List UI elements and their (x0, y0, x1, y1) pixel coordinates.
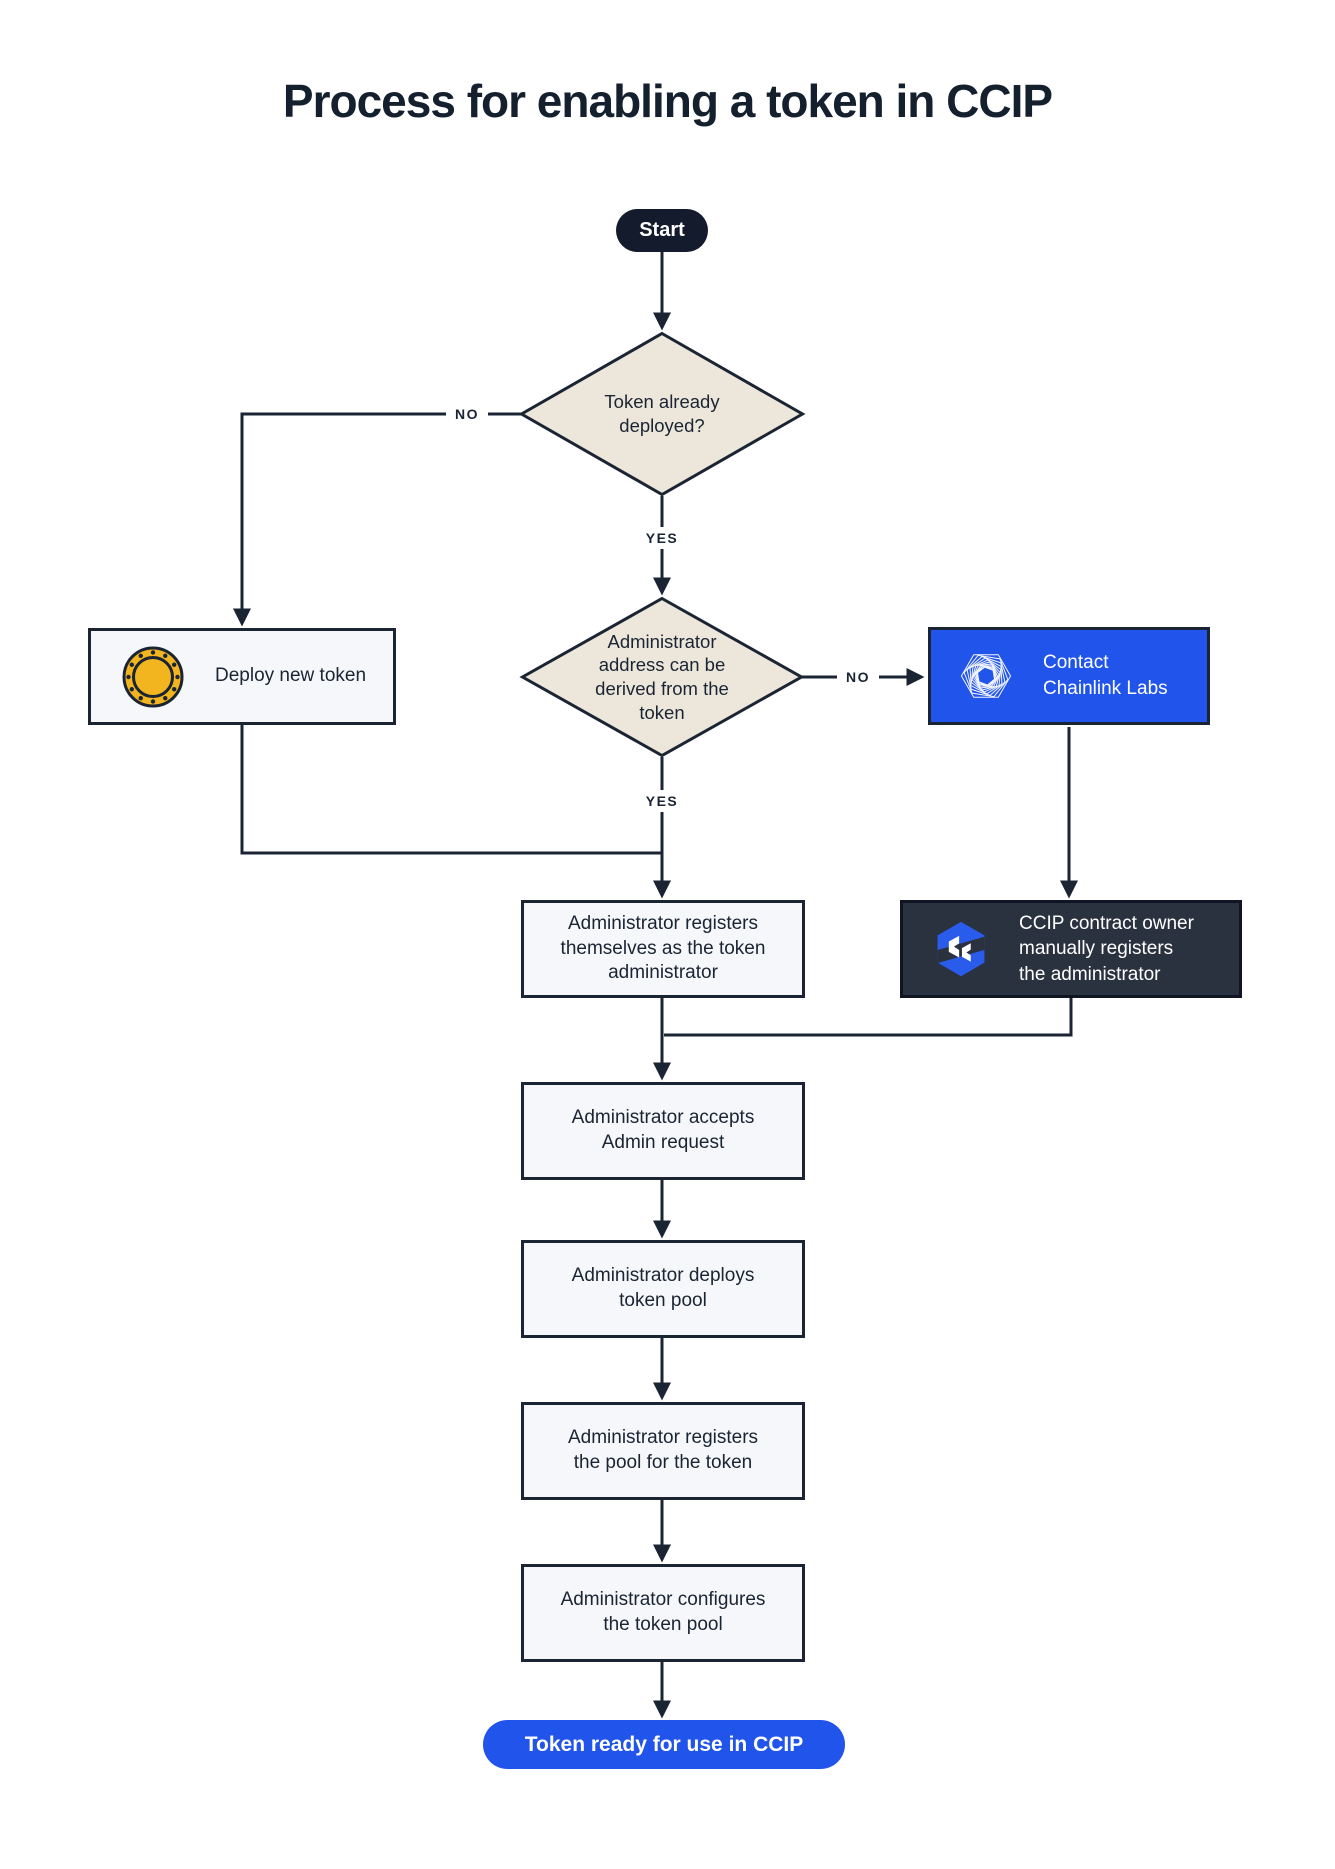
accept-request-node: Administrator accepts Admin request (521, 1082, 805, 1180)
edge-deploy-merge (240, 725, 662, 855)
ccip-icon (937, 921, 985, 977)
coin-icon (122, 646, 184, 707)
decision-diamond-address-derived (519, 596, 805, 758)
edge-label-no-derived: NO (837, 666, 879, 688)
contact-chainlink-labs-label: Contact Chainlink Labs (1043, 652, 1168, 699)
register-pool-node: Administrator registers the pool for the… (521, 1402, 805, 1500)
edge-manual-merge (664, 998, 1073, 1037)
manual-register-node: CCIP contract owner manually registers t… (900, 900, 1242, 998)
deploy-new-token-label: Deploy new token (215, 665, 367, 687)
connectors (233, 252, 1078, 1719)
edge-decision1-no (233, 412, 523, 627)
configure-pool-node: Administrator configures the token pool (521, 1564, 805, 1662)
deploy-pool-node: Administrator deploys token pool (521, 1240, 805, 1338)
decision-token-deployed-label: Token already deployed? (604, 391, 720, 436)
contact-chainlink-labs-node: Contact Chainlink Labs (928, 627, 1210, 725)
decision-address-derived-label: Administrator address can be derived fro… (595, 630, 729, 723)
manual-register-label: CCIP contract owner manually registers t… (1019, 912, 1194, 985)
start-node: Start (616, 209, 708, 252)
page-title: Process for enabling a token in CCIP (282, 75, 1053, 127)
deploy-new-token-node: Deploy new token (88, 628, 396, 725)
register-self-node: Administrator registers themselves as th… (521, 900, 805, 998)
edge-label-no-deployed: NO (446, 403, 488, 425)
edge-label-yes-derived: YES (636, 790, 688, 812)
chainlink-labs-icon (960, 654, 1012, 698)
token-ready-node: Token ready for use in CCIP (483, 1720, 845, 1769)
decision-diamond-token-deployed (518, 331, 806, 497)
edge-label-yes-deployed: YES (636, 527, 688, 549)
